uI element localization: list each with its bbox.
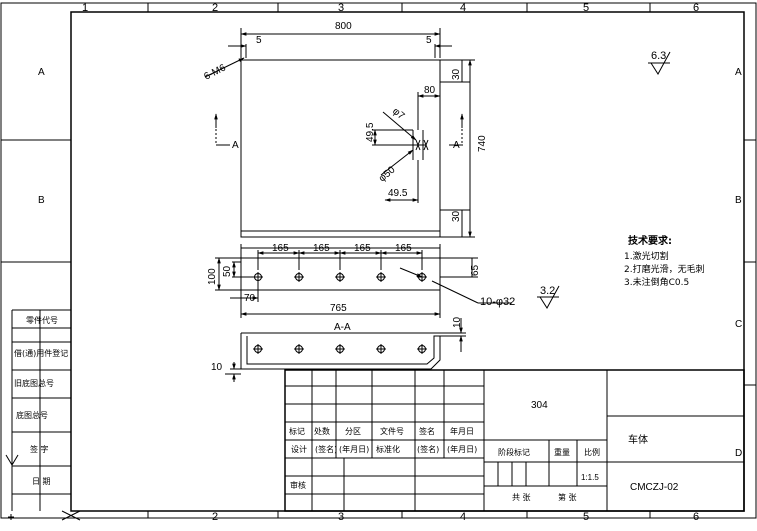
pitch-165-2: 165 [313, 243, 330, 254]
roughness-local: 3.2 [540, 285, 555, 297]
frame-row-labels: A B A B C D [38, 67, 742, 459]
top-view-dim-text: 800 5 5 6-M6 80 30 740 30 φ7 49.5 φ50 49… [202, 21, 488, 222]
holes-callout: 10-φ32 [480, 296, 515, 308]
dim-5-left: 5 [256, 35, 262, 46]
dim-740: 740 [477, 135, 488, 152]
drawing-number: CMCZJ-02 [630, 482, 679, 493]
header-zone: 分区 [345, 427, 361, 436]
part-name: 车体 [628, 433, 648, 446]
dim-765: 765 [330, 303, 347, 314]
dia-50: φ50 [377, 164, 398, 184]
thk-10-left: 10 [211, 362, 223, 373]
plate-outline [240, 59, 441, 238]
roughness-general-icon [648, 51, 671, 75]
row-label: A [38, 67, 45, 78]
row-label: D [735, 448, 742, 459]
dim-49-5-v: 49.5 [365, 122, 376, 142]
tech-note-line: 3.未注倒角C0.5 [624, 276, 689, 288]
side-table-labels: 零件代号 借(通)用件登记 旧底图总号 底图总号 签 字 日 期 [14, 315, 68, 486]
row-design: 设计 [291, 444, 307, 454]
row-sign1: (签名) [315, 444, 337, 454]
dim-80: 80 [424, 85, 436, 96]
header-mark: 标记 [289, 426, 305, 436]
row-std: 标准化 [376, 444, 400, 454]
roughness-general: 6.3 [651, 50, 666, 62]
row-date2: (年月日) [447, 444, 477, 454]
col-label: 3 [338, 511, 344, 523]
dim-65: 65 [470, 264, 481, 276]
dim-5-right: 5 [426, 35, 432, 46]
thread-callout: 6-M6 [202, 62, 228, 82]
col-label: 5 [583, 2, 589, 14]
title-block [284, 369, 745, 512]
col-label: 5 [583, 511, 589, 523]
scale-label: 比例 [584, 447, 600, 457]
col-label: 6 [693, 511, 699, 523]
dim-49-5-h: 49.5 [388, 188, 408, 199]
side-label: 旧底图总号 [14, 378, 54, 388]
pitch-165-4: 165 [395, 243, 412, 254]
dim-70: 70 [244, 293, 256, 304]
cut-a-right: A [453, 140, 460, 151]
dim-30-top: 30 [451, 68, 462, 80]
row-review: 审核 [290, 480, 306, 490]
tech-note-line: 2.打磨光滑，无毛刺 [624, 263, 705, 275]
section-dim-text: A-A 10 10 [211, 316, 463, 373]
pitch-165-3: 165 [354, 243, 371, 254]
side-label: 日 期 [32, 477, 51, 486]
pitch-165-1: 165 [272, 243, 289, 254]
row-date1: (年月日) [339, 444, 369, 454]
height-100: 100 [207, 268, 218, 285]
col-label: 4 [460, 2, 466, 14]
dim-800: 800 [335, 21, 352, 32]
section-outline [240, 333, 441, 370]
side-label: 签 字 [30, 444, 49, 454]
row-label: C [735, 319, 742, 330]
row-label: B [38, 195, 45, 206]
side-label: 底图总号 [16, 410, 48, 420]
sheets-total: 共 张 [512, 493, 531, 502]
tech-notes-title: 技术要求: [628, 234, 672, 247]
row-label: A [735, 67, 742, 78]
dim-30-bottom: 30 [451, 210, 462, 222]
thk-10-right: 10 [452, 316, 463, 328]
material: 304 [531, 400, 548, 411]
header-qty: 处数 [314, 426, 330, 436]
col-label: 2 [212, 2, 218, 14]
row-sign2: (签名) [417, 444, 439, 454]
section-view [225, 318, 466, 382]
header-sign: 签名 [419, 426, 435, 436]
sheet-number: 第 张 [558, 492, 577, 502]
front-view [215, 244, 560, 318]
col-label: 6 [693, 2, 699, 14]
scale-value: 1:1.5 [581, 473, 599, 482]
tech-notes: 技术要求: 1.激光切割 2.打磨光滑，无毛刺 3.未注倒角C0.5 [624, 234, 705, 288]
tech-note-line: 1.激光切割 [624, 250, 669, 262]
header-date: 年月日 [450, 426, 474, 436]
stage-label: 阶段标记 [498, 447, 530, 457]
row-label: B [735, 195, 742, 206]
header-doc: 文件号 [380, 426, 404, 436]
title-block-text: 304 车体 CMCZJ-02 1:1.5 标记 处数 分区 文件号 签名 年月… [289, 400, 679, 502]
frame-column-labels: 1 2 3 4 5 6 2 3 4 5 6 [82, 2, 699, 523]
cut-a-left: A [232, 140, 239, 151]
weight-label: 重量 [554, 447, 570, 457]
col-label: 3 [338, 2, 344, 14]
height-50: 50 [222, 265, 233, 277]
col-label: 4 [460, 511, 466, 523]
col-label: 2 [212, 511, 218, 523]
front-view-dim-text: 165 165 165 165 100 50 70 765 65 10-φ32 … [207, 243, 555, 314]
col-label: 1 [82, 2, 88, 14]
section-label: A-A [334, 322, 351, 333]
side-label: 借(通)用件登记 [14, 348, 68, 358]
side-label: 零件代号 [26, 315, 58, 325]
top-view [204, 28, 475, 238]
